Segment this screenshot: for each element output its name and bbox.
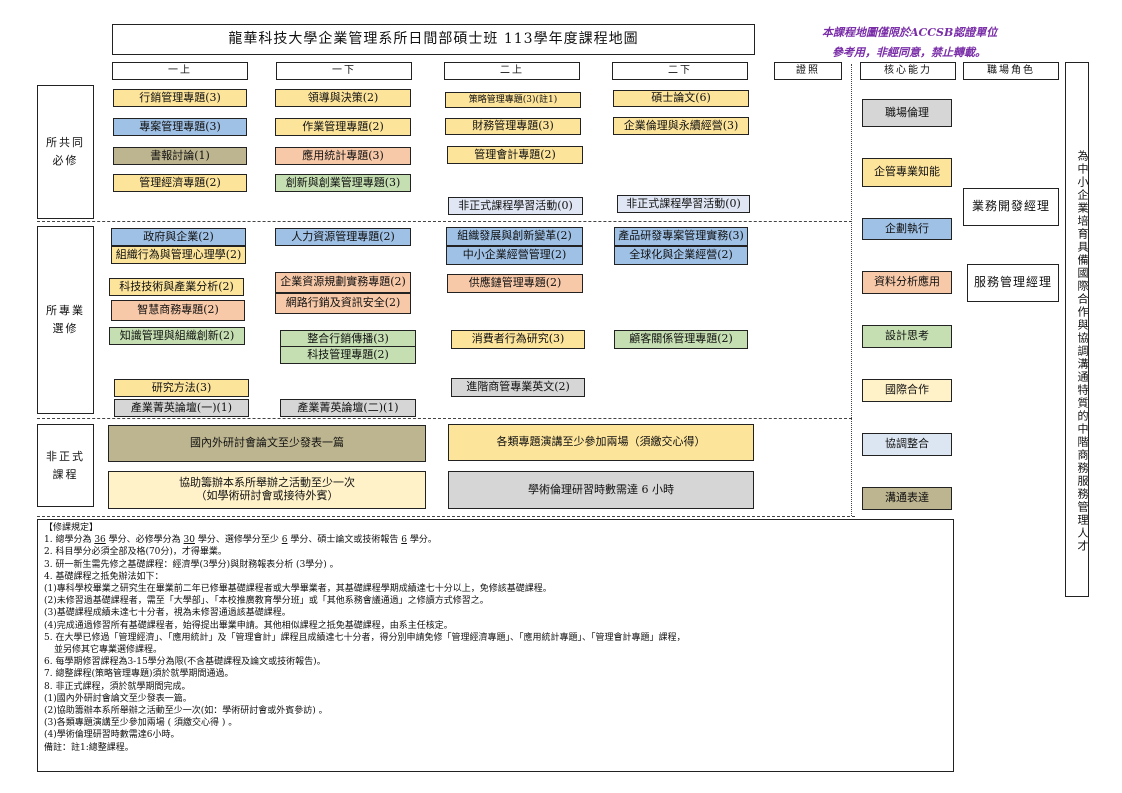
rule-line: 5. 在大學已修過「管理經濟」、「應用統計」及「管理會計」課程且成績達七十分者，… xyxy=(44,632,686,643)
course-box[interactable]: 行銷管理專題(3) xyxy=(113,89,247,107)
rule-line: 備註：註1:總整課程。 xyxy=(44,742,134,753)
career-role-box: 業務開發經理 xyxy=(963,188,1059,226)
divider-informal xyxy=(37,516,855,517)
section-elective: 所專業選修 xyxy=(37,226,94,414)
rule-line: (1)專科學校畢業之研究生在畢業前二年已修畢基礎課程者或大學畢業者，其基礎課程學… xyxy=(44,584,552,595)
rule-line: (1)國內外研討會論文至少發表一篇。 xyxy=(44,693,192,704)
course-box[interactable]: 政府與企業(2) xyxy=(111,228,246,246)
course-box[interactable]: 產業菁英論壇(二)(1) xyxy=(280,399,416,417)
course-box[interactable]: 專案管理專題(3) xyxy=(113,118,247,136)
rule-line: (3)各類專題演講至少參加兩場 ( 須繳交心得 ) 。 xyxy=(44,718,238,729)
course-box[interactable]: 非正式課程學習活動(0) xyxy=(448,197,583,215)
section-informal: 非正式課程 xyxy=(37,424,94,507)
course-box[interactable]: 策略管理專題(3)(註1) xyxy=(445,92,581,108)
rule-1-text: 學分、必修學分為 xyxy=(108,535,181,546)
course-box[interactable]: 組織發展與創新變革(2) xyxy=(446,227,583,246)
course-box[interactable]: 全球化與企業經營(2) xyxy=(614,246,748,265)
rules-heading: 【修課規定】 xyxy=(44,523,99,533)
course-box[interactable]: 創新與創業管理專題(3) xyxy=(275,174,411,192)
rule-1: 1. 總學分為 36 學分、必修學分為 30 學分、選修學分至少 6 學分、碩士… xyxy=(44,534,947,546)
competency-box: 國際合作 xyxy=(862,379,952,402)
course-box[interactable]: 智慧商務專題(2) xyxy=(111,300,245,321)
rule-1-text: 1. 總學分為 xyxy=(44,535,92,546)
course-box[interactable]: 企業倫理與永續經營(3) xyxy=(613,117,749,135)
competency-box: 溝通表達 xyxy=(862,487,952,510)
rule-line: 7. 總整課程(策略管理專題)須於就學期間通過。 xyxy=(44,669,234,680)
divider-elective xyxy=(37,418,852,419)
course-box[interactable]: 碩士論文(6) xyxy=(613,90,749,107)
rule-line: 8. 非正式課程，須於就學期間完成。 xyxy=(44,681,191,692)
informal-box[interactable]: 學術倫理研習時數需達 6 小時 xyxy=(448,471,754,509)
rule-line: (3)基礎課程成績未達七十分者，視為未修習通過該基礎課程。 xyxy=(44,608,291,619)
rule-line: 4. 基礎課程之抵免辦法如下： xyxy=(44,571,164,582)
header-license: 證照 xyxy=(774,62,842,80)
course-box[interactable]: 人力資源管理專題(2) xyxy=(275,228,411,246)
divider-vertical xyxy=(851,64,852,516)
course-box[interactable]: 領導與決策(2) xyxy=(275,89,411,107)
informal-box-line1: 協助籌辦本系所舉辦之活動至少一次 xyxy=(179,476,355,490)
course-box[interactable]: 消費者行為研究(3) xyxy=(451,330,585,349)
rule-line: 並另修其它專業選修課程。 xyxy=(54,645,163,656)
program-goal: 為中小企業培育具備國際合作與協調溝通特質的中階商務服務管理人才 xyxy=(1065,62,1089,597)
rule-1-text: 學分。 xyxy=(409,535,437,546)
course-box[interactable]: 管理經濟專題(2) xyxy=(113,174,247,192)
course-box[interactable]: 管理會計專題(2) xyxy=(447,146,583,164)
rule-1-text: 學分、碩士論文或技術報告 xyxy=(290,535,399,546)
header-y1s1: 一上 xyxy=(112,62,248,80)
rule-1-text: 學分、選修學分至少 xyxy=(197,535,279,546)
informal-box[interactable]: 各類專題演講至少參加兩場（須繳交心得） xyxy=(448,424,754,461)
competency-box: 資料分析應用 xyxy=(862,271,952,294)
career-role-box: 服務管理經理 xyxy=(967,264,1059,302)
course-box[interactable]: 財務管理專題(3) xyxy=(445,118,581,135)
course-box[interactable]: 應用統計專題(3) xyxy=(275,147,411,165)
course-rules: 【修課規定】 1. 總學分為 36 學分、必修學分為 30 學分、選修學分至少 … xyxy=(37,519,954,772)
rule-line: (4)學術倫理研習時數需達6小時。 xyxy=(44,730,180,741)
competency-box: 職場倫理 xyxy=(862,99,952,127)
rule-line: (2)未修習過基礎課程者，需至「大學部」、「本校推廣教育學分班」或「其他系務會議… xyxy=(44,596,489,607)
elective-credits: 6 xyxy=(281,535,288,546)
informal-box-line2: （如學術研討會或接待外賓） xyxy=(195,489,339,502)
course-box[interactable]: 顧客關係管理專題(2) xyxy=(614,330,748,349)
header-core-competency: 核心能力 xyxy=(860,62,956,80)
section-required: 所共同必修 xyxy=(37,85,94,219)
header-career-role: 職場角色 xyxy=(963,62,1059,80)
course-box[interactable]: 非正式課程學習活動(0) xyxy=(617,195,750,213)
competency-box: 企管專業知能 xyxy=(862,158,952,187)
total-credits: 36 xyxy=(94,535,106,546)
course-box[interactable]: 網路行銷及資訊安全(2) xyxy=(275,293,411,314)
informal-box[interactable]: 協助籌辦本系所舉辦之活動至少一次 （如學術研討會或接待外賓） xyxy=(108,471,426,509)
competency-box: 企劃執行 xyxy=(862,218,952,240)
rule-line: 2. 科目學分必須全部及格(70分)，才得畢業。 xyxy=(44,547,227,558)
informal-box[interactable]: 國內外研討會論文至少發表一篇 xyxy=(108,425,426,462)
copyright-notice-line1: 本課程地圖僅限於ACCSB認證單位 xyxy=(822,26,998,39)
course-box[interactable]: 科技技術與產業分析(2) xyxy=(109,278,244,296)
course-box[interactable]: 組織行為與管理心理學(2) xyxy=(111,246,246,264)
header-y1s2: 一下 xyxy=(276,62,412,80)
divider-required xyxy=(37,221,852,222)
page-title: 龍華科技大學企業管理系所日間部碩士班 113學年度課程地圖 xyxy=(112,24,755,55)
course-box[interactable]: 進階商管專業英文(2) xyxy=(451,378,585,397)
header-y2s1: 二上 xyxy=(444,62,580,80)
course-box[interactable]: 科技管理專題(2) xyxy=(280,346,416,364)
course-box[interactable]: 企業資源規劃實務專題(2) xyxy=(275,272,411,293)
course-box[interactable]: 作業管理專題(2) xyxy=(275,118,411,136)
course-box[interactable]: 知識管理與組織創新(2) xyxy=(109,327,245,345)
rule-line: (2)協助籌辦本系所舉辦之活動至少一次(如：學術研討會或外賓參訪) 。 xyxy=(44,706,328,717)
header-y2s2: 二下 xyxy=(612,62,748,80)
course-box[interactable]: 產業菁英論壇(一)(1) xyxy=(114,399,249,417)
rule-line: (4)完成通過修習所有基礎課程者，始得提出畢業申請。其他相似課程之抵免基礎課程，… xyxy=(44,620,453,631)
required-credits: 30 xyxy=(183,535,195,546)
copyright-notice-line2: 參考用，非經同意，禁止轉載。 xyxy=(832,46,986,59)
competency-box: 設計思考 xyxy=(862,325,952,348)
course-box[interactable]: 供應鏈管理專題(2) xyxy=(447,274,583,293)
course-box[interactable]: 產品研發專案管理實務(3) xyxy=(614,227,748,246)
course-box[interactable]: 書報討論(1) xyxy=(113,147,247,165)
course-box[interactable]: 研究方法(3) xyxy=(114,379,249,397)
thesis-credits: 6 xyxy=(401,535,407,546)
course-box[interactable]: 中小企業經營管理(2) xyxy=(446,246,583,265)
rule-line: 3. 研一新生需先修之基礎課程：經濟學(3學分)與財務報表分析 (3學分) 。 xyxy=(44,559,339,570)
competency-box: 協調整合 xyxy=(862,433,952,456)
rule-line: 6. 每學期修習課程為3-15學分為限(不含基礎課程及論文或技術報告)。 xyxy=(44,657,326,668)
